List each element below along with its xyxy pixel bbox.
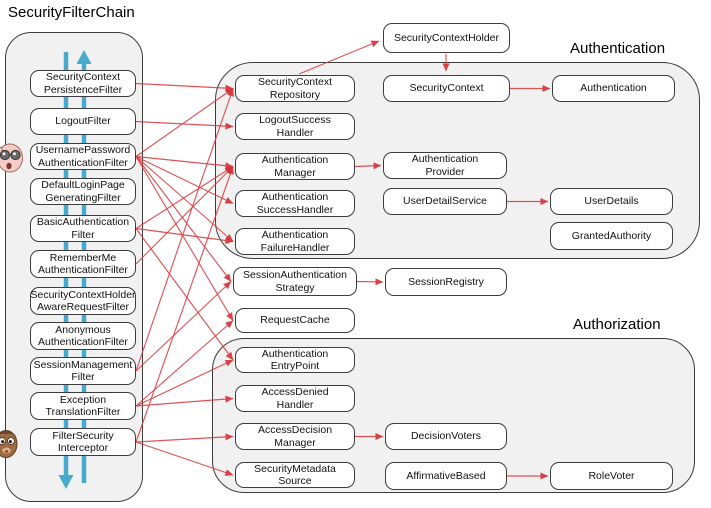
- edge-filter-security-interceptor-to-authentication-manager: [135, 166, 234, 443]
- edge-remember-me-authentication-filter-to-authentication-manager: [135, 166, 234, 265]
- response-flow-arrow: [76, 50, 92, 483]
- edge-security-context-persistence-filter-to-security-context-repository: [135, 82, 234, 92]
- edge-username-password-authentication-filter-to-authentication-failure-handler: [135, 156, 234, 242]
- edge-security-context-repository-to-security-context-holder: [298, 40, 380, 75]
- authentication-section-label: Authentication: [570, 40, 666, 57]
- intruder-mascot-icon: [0, 427, 21, 466]
- edge-username-password-authentication-filter-to-authentication-manager: [135, 155, 234, 170]
- edge-session-authentication-strategy-to-session-registry: [356, 278, 384, 286]
- authorization-section-label: Authorization: [573, 316, 661, 333]
- request-flow-arrow: [58, 52, 74, 489]
- edge-username-password-authentication-filter-to-security-context-repository: [135, 88, 234, 157]
- edge-filter-security-interceptor-to-security-metadata-source: [135, 441, 234, 476]
- edge-exception-translation-filter-to-request-cache: [135, 320, 234, 407]
- edge-basic-authentication-filter-to-authentication-manager: [135, 166, 234, 229]
- edge-username-password-authentication-filter-to-authentication-success-handler: [135, 155, 234, 205]
- edge-basic-authentication-filter-to-authentication-failure-handler: [135, 227, 234, 244]
- edge-authentication-manager-to-authentication-provider: [354, 162, 382, 170]
- edge-basic-authentication-filter-to-authentication-entry-point: [135, 228, 234, 361]
- edge-logout-filter-to-logout-success-handler: [135, 120, 234, 130]
- edge-exception-translation-filter-to-authentication-entry-point: [135, 359, 234, 407]
- user-mascot-icon: [0, 141, 28, 180]
- edge-exception-translation-filter-to-access-denied-handler: [135, 395, 234, 407]
- diagram-title: SecurityFilterChain: [8, 4, 135, 21]
- edge-username-password-authentication-filter-to-request-cache: [135, 156, 234, 321]
- edge-session-management-filter-to-session-authentication-strategy: [135, 281, 232, 372]
- edge-filter-security-interceptor-to-access-decision-manager: [135, 433, 234, 443]
- edge-username-password-authentication-filter-to-session-authentication-strategy: [135, 156, 232, 282]
- edge-session-management-filter-to-security-context-repository: [135, 88, 234, 372]
